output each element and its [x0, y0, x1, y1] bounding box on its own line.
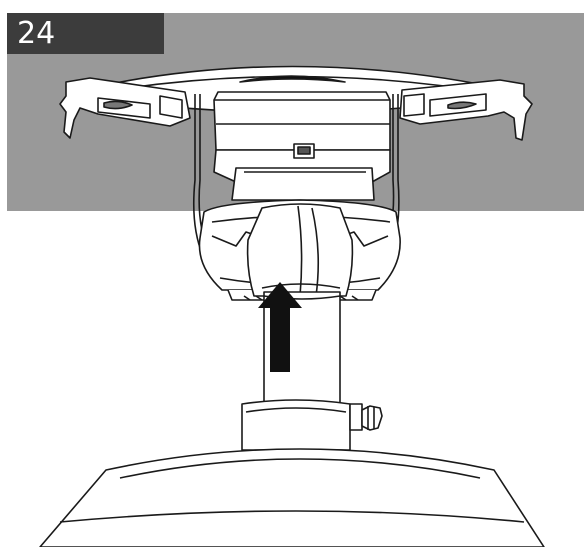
right-bracket [359, 79, 533, 288]
up-arrow-icon [258, 282, 302, 372]
fan-motor-housing [39, 448, 545, 547]
step-number: 24 [7, 13, 164, 54]
receiver-box [213, 91, 391, 201]
left-bracket [59, 77, 233, 288]
downrod-collar [241, 399, 383, 451]
hanger-ball [246, 203, 354, 297]
